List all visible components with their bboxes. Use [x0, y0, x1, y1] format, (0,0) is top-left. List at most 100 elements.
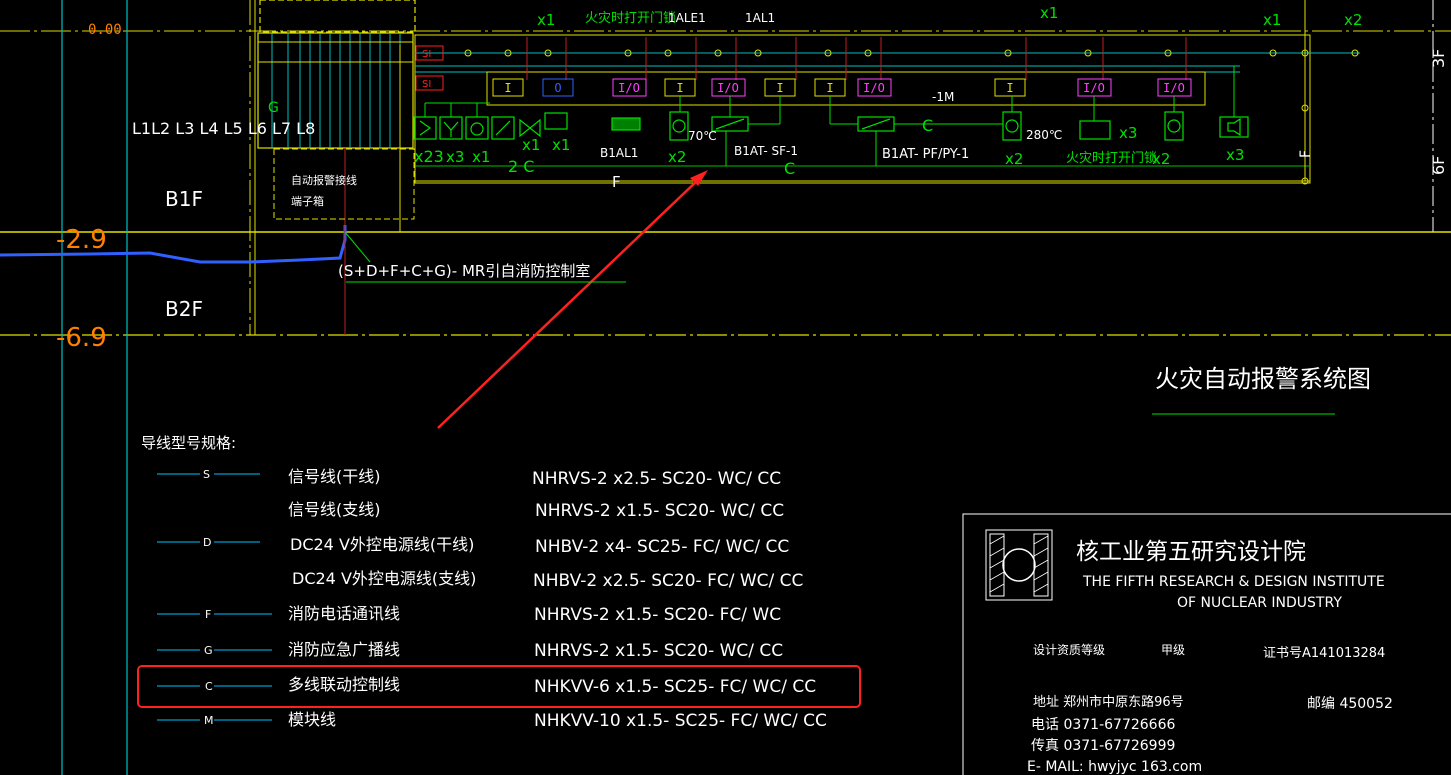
device-wiring — [424, 66, 1235, 166]
module-8 — [857, 78, 892, 97]
legend-name-4: 消防电话通讯线 — [288, 604, 400, 623]
legend-spec-4: NHRVS-2 x1.5- SC20- FC/ WC — [534, 605, 781, 625]
riser-g-label: G — [268, 100, 279, 116]
floor-label-b1f: B1F — [165, 187, 203, 211]
sprinkler-icon — [544, 112, 568, 130]
institute-name-en-1: THE FIFTH RESEARCH & DESIGN INSTITUTE — [1082, 574, 1385, 590]
legend-name-1: 信号线(支线) — [288, 500, 381, 519]
telephone: 电话 0371-67726666 — [1031, 717, 1175, 733]
label-280c: 280℃ — [1026, 128, 1062, 142]
elevation-minus-2-9: -2.9 — [56, 225, 107, 255]
riser-note: (S+D+F+C+G)- MR引自消防控制室 — [338, 262, 590, 280]
top-1al1: 1AL1 — [745, 11, 775, 25]
elevation-zero: 0.00 — [88, 22, 122, 38]
module-9-label: I — [1006, 81, 1013, 95]
module-5-label: I/O — [717, 81, 739, 95]
qualification-value: 甲级 — [1161, 643, 1185, 657]
legend-name-7: 模块线 — [288, 710, 336, 729]
module-3-label: I/O — [618, 81, 640, 95]
legend-specs: NHRVS-2 x2.5- SC20- WC/ CC NHRVS-2 x1.5-… — [532, 469, 827, 731]
legend-spec-6: NHKVV-6 x1.5- SC25- FC/ WC/ CC — [534, 677, 816, 697]
module-7-label: I — [826, 81, 833, 95]
address: 地址 郑州市中原东路96号 — [1033, 694, 1184, 710]
legend-heading: 导线型号规格: — [141, 434, 236, 452]
legend-spec-1: NHRVS-2 x1.5- SC20- WC/ CC — [535, 501, 784, 521]
legend-name-2: DC24 V外控电源线(干线) — [290, 535, 474, 554]
module-10-label: I/O — [1083, 81, 1105, 95]
manual-button-icon — [491, 116, 515, 140]
riser-line-labels: L1L2 L3 L4 L5 L6 L7 L8 — [132, 119, 315, 138]
bell-icon — [465, 116, 489, 140]
legend-lines — [157, 473, 272, 721]
label-x2-d: x2 — [1152, 150, 1170, 168]
distribution-panel-icon — [611, 117, 641, 131]
postcode: 邮编 450052 — [1307, 696, 1393, 712]
module-2-label: O — [554, 81, 561, 95]
label-b1at-pf: B1AT- PF/PY-1 — [882, 147, 969, 162]
legend-name-6: 多线联动控制线 — [288, 675, 400, 694]
floor-label-b2f: B2F — [165, 297, 203, 321]
label-c-right: C — [922, 116, 933, 135]
module-8-label: I/O — [863, 81, 885, 95]
label-x3-a: x3 — [446, 148, 464, 166]
riser-box — [257, 0, 416, 335]
si-bottom-label: SI — [422, 79, 431, 90]
title-block-frame — [962, 513, 1451, 775]
floor-label-6f: 6F — [1429, 156, 1448, 175]
label-b1al1: B1AL1 — [600, 146, 638, 160]
top-x1-b: x1 — [1040, 4, 1058, 22]
legend-name-0: 信号线(干线) — [288, 467, 381, 486]
module-6-label: I — [776, 81, 783, 95]
institute-logo — [985, 529, 1053, 601]
module-2 — [542, 78, 574, 97]
valve-icon — [519, 118, 541, 138]
label-door-release: 火灾时打开门锁 — [1066, 150, 1157, 166]
meter-icon — [669, 111, 689, 141]
label-b1at-sf: B1AT- SF-1 — [734, 144, 798, 158]
module-5 — [711, 78, 746, 97]
annotation-arrow — [437, 170, 708, 429]
si-top-label: SI — [422, 49, 431, 60]
riser-cable — [0, 225, 347, 264]
terminal-box-line2: 端子箱 — [291, 194, 324, 208]
legend-spec-7: NHKVV-10 x1.5- SC25- FC/ WC/ CC — [534, 711, 827, 731]
smoke-detector-icon — [413, 116, 437, 140]
email: E- MAIL: hwyjyc 163.com — [1027, 759, 1202, 775]
top-x1-a: x1 — [537, 11, 555, 29]
label-f-mid: F — [612, 173, 621, 191]
top-1ale1: 1ALE1 — [668, 11, 706, 25]
label-x3-c: x3 — [1226, 146, 1244, 164]
legend-code-c: C — [205, 680, 213, 693]
legend-name-5: 消防应急广播线 — [288, 640, 400, 659]
legend-code-s: S — [203, 468, 210, 481]
diagram-title: 火灾自动报警系统图 — [1155, 365, 1371, 393]
legend-code-d: D — [203, 536, 211, 549]
module-1-label: I — [504, 81, 511, 95]
qualification-label: 设计资质等级 — [1033, 643, 1105, 657]
label-x3-b: x3 — [1119, 124, 1137, 142]
top-door-label: 火灾时打开门锁 — [585, 10, 676, 26]
top-x1-c: x1 — [1263, 11, 1281, 29]
legend-code-g: G — [204, 644, 213, 657]
certificate-number: 证书号A141013284 — [1263, 646, 1385, 661]
module-4-label: I — [676, 81, 683, 95]
door-release-icon — [1079, 120, 1111, 140]
floor-label-3f: 3F — [1429, 49, 1448, 68]
module-11-label: I/O — [1163, 81, 1185, 95]
system-frame — [399, 0, 1360, 232]
speaker-icon — [1219, 116, 1249, 138]
label-minus-1m: -1M — [932, 90, 954, 104]
label-x1-e: x1 — [522, 136, 540, 154]
legend-names: 信号线(干线) 信号线(支线) DC24 V外控电源线(干线) DC24 V外控… — [288, 467, 476, 729]
label-c-mid: C — [784, 159, 795, 178]
fax: 传真 0371-67726999 — [1031, 738, 1175, 754]
label-f-right: F — [1298, 150, 1314, 158]
institute-name-cn: 核工业第五研究设计院 — [1076, 539, 1306, 565]
module-1 — [492, 78, 524, 97]
legend-spec-5: NHRVS-2 x1.5- SC20- WC/ CC — [534, 641, 783, 661]
label-x23: x23 — [414, 147, 444, 166]
legend-name-3: DC24 V外控电源线(支线) — [292, 569, 476, 588]
module-3 — [612, 78, 647, 97]
